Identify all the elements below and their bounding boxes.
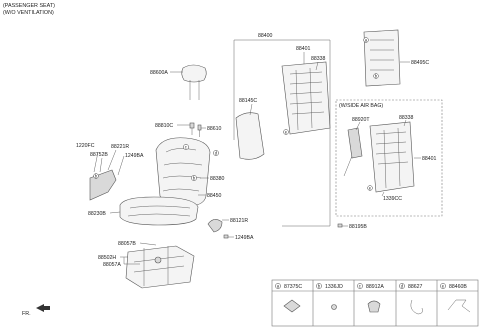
svg-text:c: c <box>359 284 361 289</box>
callout-a-board-label: a <box>365 38 368 43</box>
headrest[interactable] <box>181 64 207 100</box>
legend-part-c: 88912A <box>366 284 384 290</box>
label-88450: 88450 <box>207 193 222 199</box>
label-88401a: 88401 <box>296 46 311 52</box>
label-88495C: 88495C <box>411 60 429 66</box>
airbag-frame[interactable] <box>369 121 415 193</box>
label-88338b: 88338 <box>399 115 414 121</box>
legend-cell-a: a 87375C <box>275 283 302 313</box>
box-title: (W/SIDE AIR BAG) <box>339 103 383 109</box>
callout-b-back-label: b <box>193 176 196 181</box>
label-88338a: 88338 <box>311 56 326 62</box>
front-arrow-icon <box>36 304 50 312</box>
callout-b-board[interactable] <box>373 73 379 79</box>
callout-a-board[interactable] <box>363 37 369 43</box>
leader-1249BA-a <box>117 155 125 176</box>
label-88221R: 88221R <box>111 144 129 150</box>
leader-88338b <box>403 119 407 127</box>
legend-cell-d: d 88627 <box>399 283 423 315</box>
label-88230B: 88230B <box>88 211 106 217</box>
leader-1220FC <box>93 151 99 173</box>
legend-cell-e: e 88460B <box>440 283 471 313</box>
legend-table <box>271 279 479 327</box>
label-1249BA-a: 1249BA <box>125 153 144 159</box>
label-88610: 88610 <box>207 126 222 132</box>
clip-icon <box>283 299 301 313</box>
bolt-1249BA[interactable] <box>223 234 229 239</box>
screw-88195B[interactable] <box>337 223 343 228</box>
callout-b-trim[interactable] <box>93 173 99 179</box>
callout-d[interactable] <box>213 150 219 156</box>
svg-text:d: d <box>401 284 404 289</box>
header-line1: (PASSENGER SEAT) <box>3 3 55 9</box>
leader-88145C <box>249 103 253 116</box>
label-88600A: 88600A <box>150 70 168 76</box>
callout-e-box[interactable] <box>367 185 373 191</box>
wire-icon <box>410 299 423 315</box>
svg-text:e: e <box>442 284 445 289</box>
leader-1339CC <box>381 191 385 197</box>
back-panel[interactable] <box>235 112 265 160</box>
label-88195B: 88195B <box>349 224 367 230</box>
label-88752B: 88752B <box>90 152 108 158</box>
seat-track[interactable] <box>125 245 195 289</box>
assembly-bracket <box>233 39 331 227</box>
label-88400: 88400 <box>258 33 273 39</box>
back-board[interactable] <box>363 29 401 87</box>
callout-b-board-label: b <box>375 74 378 79</box>
label-88401b: 88401 <box>422 156 437 162</box>
legend-part-b: 1336JD <box>325 284 343 290</box>
airbag-module[interactable] <box>343 127 363 177</box>
callout-c[interactable] <box>183 144 189 150</box>
legend-part-e: 88460B <box>449 284 467 290</box>
header-line2: (W/O VENTILATION) <box>3 10 54 16</box>
label-88502H: 88502H <box>98 255 116 261</box>
direction-label: FR. <box>22 311 31 317</box>
callout-e-frame[interactable] <box>283 129 289 135</box>
callout-c-label: c <box>185 145 187 150</box>
svg-text:b: b <box>318 284 321 289</box>
callout-e-box-label: e <box>369 186 372 191</box>
side-airbag-box <box>335 99 443 217</box>
callout-b-trim-label: b <box>95 174 98 179</box>
leader-88338a <box>315 61 319 71</box>
callout-b-back[interactable] <box>191 175 197 181</box>
fastener-icon <box>367 300 381 313</box>
label-88810C: 88810C <box>155 123 173 129</box>
svg-text:a: a <box>277 284 280 289</box>
label-88057B: 88057B <box>118 241 136 247</box>
label-88121R: 88121R <box>230 218 248 224</box>
label-88057A: 88057A <box>103 262 121 268</box>
seat-back-cushion[interactable] <box>155 137 211 207</box>
seat-back-frame[interactable] <box>281 61 331 135</box>
leader-88920T <box>355 121 361 131</box>
legend-cell-c: c 88912A <box>357 283 384 313</box>
label-88145C: 88145C <box>239 98 257 104</box>
legend-part-a: 87375C <box>284 284 302 290</box>
recliner-cover[interactable] <box>207 219 223 233</box>
legend-part-d: 88627 <box>408 284 423 290</box>
label-88920T: 88920T <box>352 117 370 123</box>
leader-88057B <box>139 242 157 246</box>
label-88380: 88380 <box>210 176 225 182</box>
seat-cushion[interactable] <box>119 196 199 226</box>
legend-cell-b: b 1336JD <box>316 283 343 310</box>
grommet-icon <box>331 304 337 310</box>
leader-88230B <box>109 211 121 214</box>
label-1339CC: 1339CC <box>383 196 402 202</box>
label-1249BA-b: 1249BA <box>235 235 254 241</box>
headrest-guide[interactable] <box>189 122 202 137</box>
leader-88221R <box>107 149 117 171</box>
label-1220FC: 1220FC <box>76 143 95 149</box>
callout-e-frame-label: e <box>285 130 288 135</box>
callout-d-label: d <box>215 151 218 156</box>
hook-icon <box>447 299 471 313</box>
leader-88752B <box>99 157 103 173</box>
